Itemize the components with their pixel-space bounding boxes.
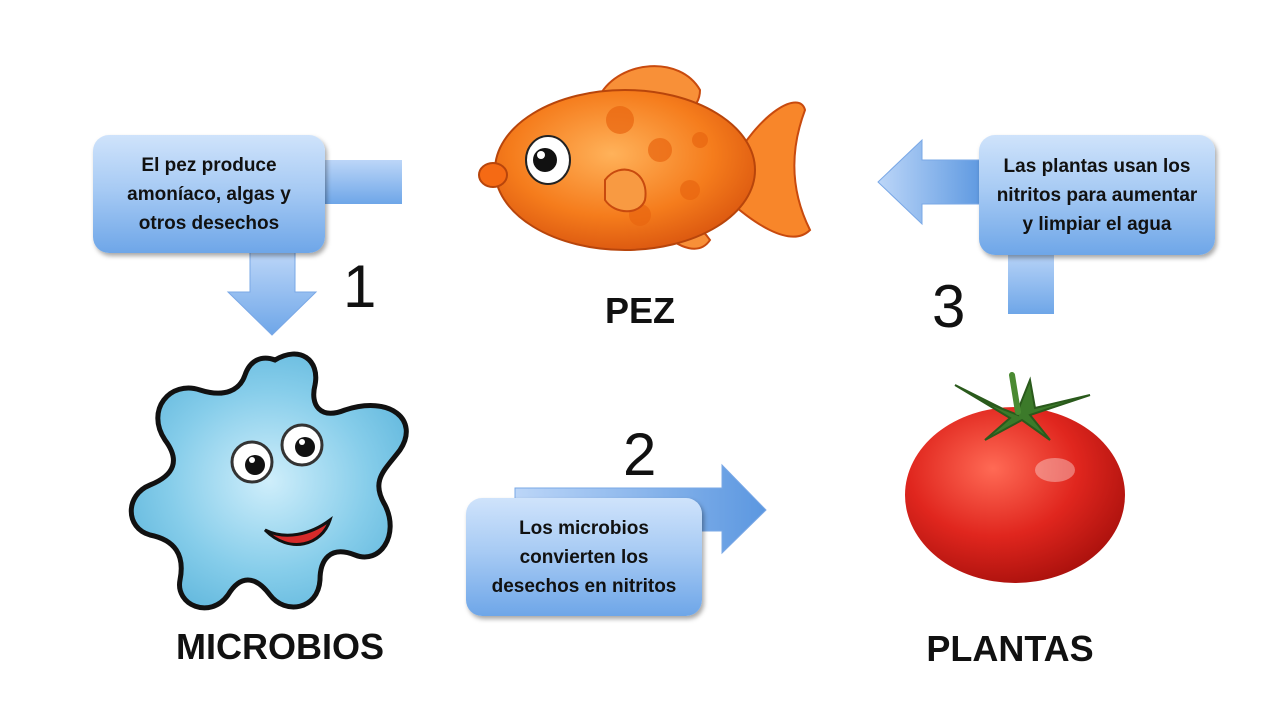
step-2-number: 2	[623, 421, 657, 488]
arrow-down-1	[226, 251, 318, 336]
step-3-number: 3	[932, 273, 966, 340]
microbe-icon	[128, 351, 409, 611]
microbes-label: MICROBIOS	[175, 626, 384, 667]
fish-icon	[478, 65, 812, 251]
step-3-box: Las plantas usan los nitritos para aumen…	[979, 135, 1215, 255]
arrow-left-3	[877, 138, 986, 226]
step-1-box: El pez produce amoníaco, algas y otros d…	[93, 135, 325, 253]
tomato-icon	[905, 372, 1125, 583]
step-2-text: Los microbios convierten los desechos en…	[491, 517, 677, 597]
step-3-text: Las plantas usan los nitritos para aumen…	[996, 155, 1198, 235]
plants-label: PLANTAS	[926, 628, 1094, 669]
connector-bar-1	[318, 160, 402, 204]
step-1-number: 1	[343, 253, 377, 320]
fish-label: PEZ	[604, 290, 675, 331]
step-2-box: Los microbios convierten los desechos en…	[466, 498, 702, 616]
connector-bar-3	[1008, 250, 1054, 314]
step-1-text: El pez produce amoníaco, algas y otros d…	[127, 154, 291, 234]
